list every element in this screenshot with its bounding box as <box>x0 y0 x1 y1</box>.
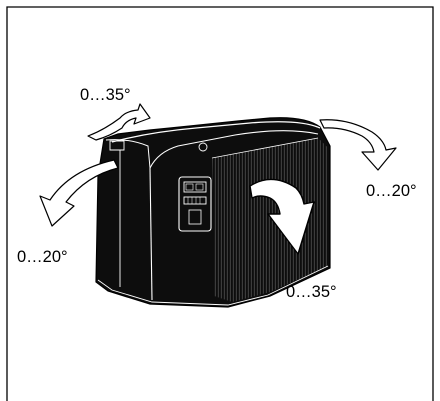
ribs-outline <box>211 137 319 159</box>
lid-tab-left <box>109 140 125 151</box>
label-tilt-back: 0…35° <box>80 86 131 104</box>
label-tilt-right: 0…20° <box>366 182 417 200</box>
curved-arrow-icon <box>39 159 119 227</box>
label-tilt-front: 0…35° <box>286 283 337 301</box>
device-bottom-edge <box>97 265 329 306</box>
device-lid-back-edge <box>105 139 151 169</box>
curved-arrow-icon <box>319 119 397 171</box>
page-border <box>6 6 434 401</box>
device-lid-front-edge <box>149 130 319 169</box>
lid-screw <box>198 142 208 152</box>
device-panel-icon <box>178 176 212 232</box>
label-tilt-left: 0…20° <box>17 248 68 266</box>
device-lid-edge <box>111 121 321 143</box>
curved-arrow-icon <box>87 103 151 141</box>
device-side-edge-2 <box>149 167 153 301</box>
cooling-ribs <box>212 138 328 302</box>
curved-arrow-icon <box>249 178 315 255</box>
device-housing <box>95 117 331 308</box>
